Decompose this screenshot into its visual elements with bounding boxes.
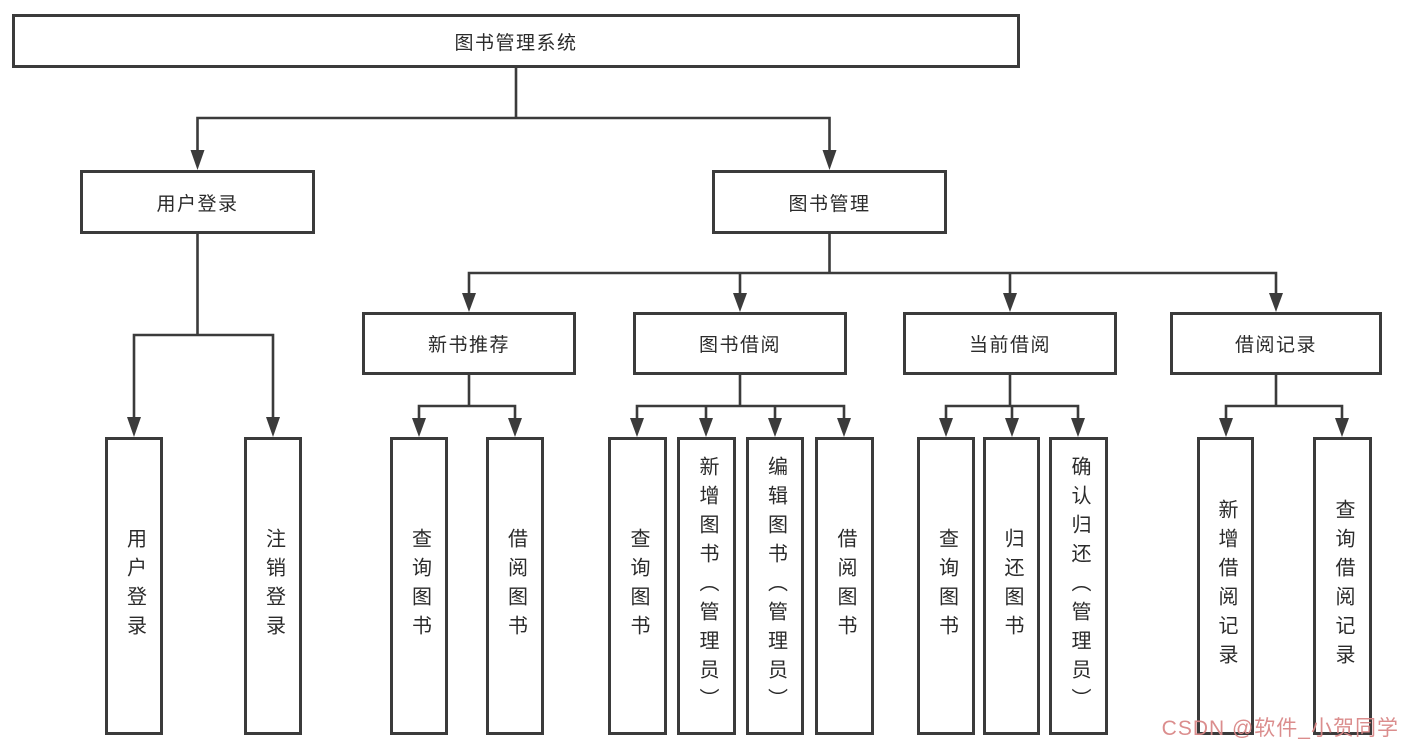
leaf-add-book-admin: 新增图书（管理员） (677, 437, 736, 735)
node-label: 确认归还（管理员） (1068, 455, 1090, 717)
node-book-management: 图书管理 (712, 170, 947, 234)
node-user-login: 用户登录 (80, 170, 315, 234)
leaf-logout: 注销登录 (244, 437, 302, 735)
arrowhead-icons (127, 150, 1349, 437)
node-label: 新增借阅记录 (1215, 499, 1237, 673)
csdn-watermark: CSDN @软件_小贺同学 (1161, 717, 1399, 740)
node-label: 借阅图书 (504, 528, 527, 644)
node-label: 借阅记录 (1234, 335, 1317, 356)
node-label: 编辑图书（管理员） (764, 455, 787, 717)
leaf-query-books-recommend: 查询图书 (390, 437, 448, 735)
leaf-query-borrow-record: 查询借阅记录 (1313, 437, 1372, 735)
leaf-edit-book-admin: 编辑图书（管理员） (746, 437, 804, 735)
node-current-borrowing: 当前借阅 (903, 312, 1117, 375)
leaf-return-books: 归还图书 (983, 437, 1040, 735)
node-new-book-recommendation: 新书推荐 (362, 312, 576, 375)
node-book-borrowing: 图书借阅 (633, 312, 847, 375)
node-label: 查询借阅记录 (1332, 499, 1354, 673)
node-label: 图书管理系统 (454, 32, 578, 54)
node-label: 新增图书（管理员） (696, 455, 718, 717)
leaf-borrow-books-recommend: 借阅图书 (486, 437, 544, 735)
leaf-add-borrow-record: 新增借阅记录 (1197, 437, 1254, 735)
node-label: 当前借阅 (968, 335, 1051, 356)
node-label: 借阅图书 (834, 528, 856, 644)
leaf-user-login: 用户登录 (105, 437, 163, 735)
leaf-borrow-books-borrowing: 借阅图书 (815, 437, 874, 735)
leaf-query-books-current: 查询图书 (917, 437, 975, 735)
node-label: 查询图书 (408, 528, 431, 644)
node-label: 用户登录 (156, 193, 239, 215)
node-borrowing-records: 借阅记录 (1170, 312, 1382, 375)
node-label: 查询图书 (935, 528, 958, 644)
node-library-management-system: 图书管理系统 (12, 14, 1020, 68)
node-label: 用户登录 (123, 528, 146, 644)
node-label: 查询图书 (627, 528, 649, 644)
leaf-confirm-return-admin: 确认归还（管理员） (1049, 437, 1108, 735)
node-label: 图书管理 (788, 193, 871, 215)
node-label: 图书借阅 (698, 335, 781, 356)
node-label: 归还图书 (1001, 528, 1023, 644)
node-label: 注销登录 (262, 528, 285, 644)
leaf-query-books-borrowing: 查询图书 (608, 437, 667, 735)
node-label: 新书推荐 (427, 335, 510, 356)
